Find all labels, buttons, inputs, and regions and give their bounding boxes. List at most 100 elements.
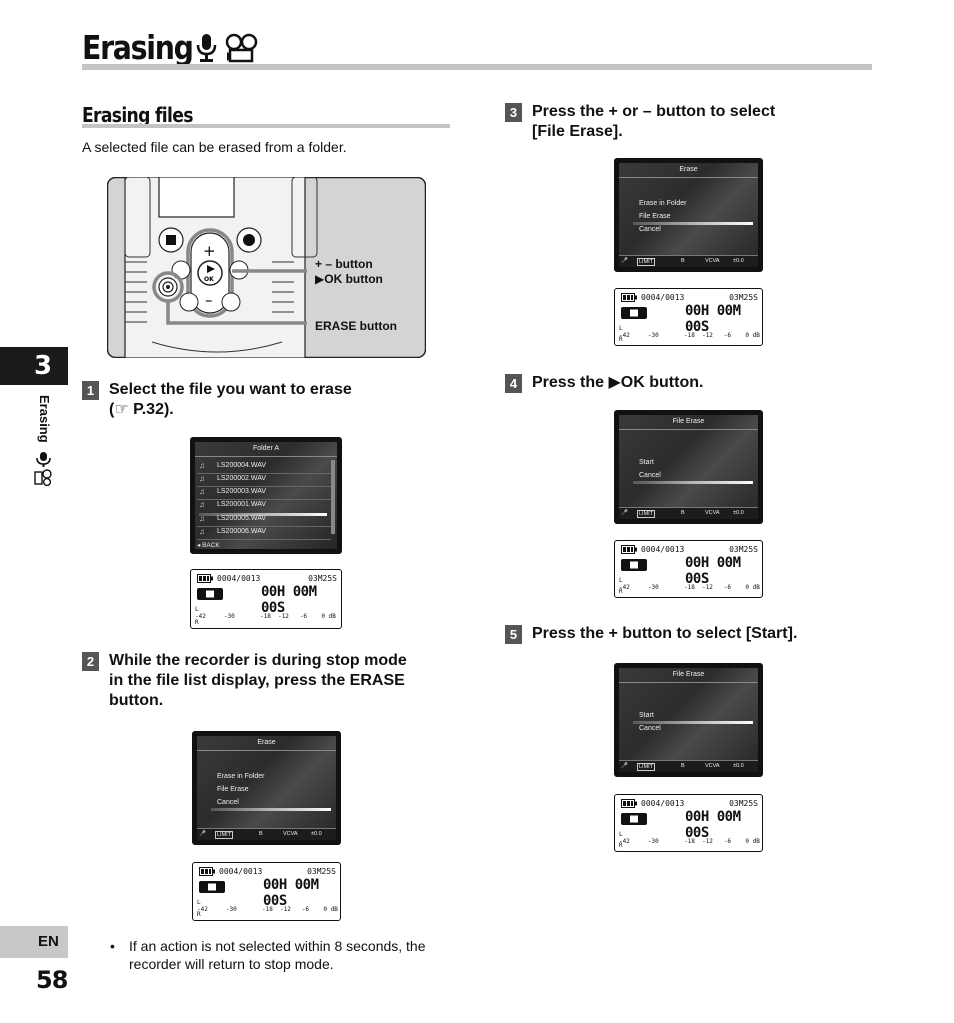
lcd-file-length: 03M25S [729,545,758,554]
step-1-line-1: Select the file you want to erase [109,381,352,398]
screen-status-bar: 🎤 LIMIT B VCVA ±0.0 [619,760,758,772]
music-file-icon: ♫ [199,474,205,483]
back-label: ◂ BACK [197,542,220,549]
language-tab: EN [0,926,68,958]
lcd-file-count: 0004/0013 [641,545,685,554]
menu-item-start: Start [639,459,654,466]
level-indicator: ±0.0 [311,831,322,837]
chapter-tab: 3 [0,347,68,385]
lcd-file-length: 03M25S [307,867,336,876]
callout-ok: ▶OK button [315,272,383,286]
screen-status-bar: 🎤 LIMIT B VCVA ±0.0 [619,507,758,519]
vcva-indicator: VCVA [283,831,298,837]
page-title: Erasing [82,28,194,67]
menu-item-file-erase: File Erase [217,786,249,793]
file-item-selected: LS200005.WAV [217,515,267,522]
step-4-line-1: Press the ▶OK button. [532,374,704,391]
mode-indicator: B [259,831,263,837]
callout-plus-minus: + – button [315,257,373,271]
level-indicator: ±0.0 [733,763,744,769]
stop-status-icon [621,559,647,571]
erase-menu-screen: Erase Erase in Folder File Erase Cancel … [192,731,341,845]
menu-item-file-erase: File Erase [639,213,671,220]
record-button-icon [236,227,262,253]
side-video-camera-icon [34,469,52,486]
callout-erase: ERASE button [315,319,397,333]
vcva-indicator: VCVA [705,763,720,769]
level-indicator: ±0.0 [733,258,744,264]
lcd-file-count: 0004/0013 [641,799,685,808]
side-icons [34,452,52,486]
section-title: Erasing files [82,103,193,127]
scrollbar [331,460,335,534]
vcva-indicator: VCVA [705,258,720,264]
limit-badge: LIMIT [637,510,656,518]
mode-indicator: B [681,763,685,769]
lcd-file-length: 03M25S [729,293,758,302]
menu-item-erase-in-folder: Erase in Folder [217,773,265,780]
battery-icon [197,574,213,583]
step-3-line-1: Press the + or – button to select [532,103,776,120]
music-file-icon: ♫ [199,487,205,496]
lcd-file-count: 0004/0013 [219,867,263,876]
lcd-display: 0004/0013 03M25S 00H 00M 00S L -42 -30 -… [614,540,763,598]
page-header: Erasing [82,28,872,72]
step-4-text: Press the ▶OK button. [532,373,703,393]
file-erase-header: File Erase [672,418,705,425]
mic-status-icon: 🎤 [621,763,628,769]
mic-status-icon: 🎤 [621,258,628,264]
menu-item-erase-in-folder: Erase in Folder [639,200,687,207]
lcd-display: 0004/0013 03M25S 00H 00M 00S L -42 -30 -… [192,862,341,921]
lcd-file-count: 0004/0013 [641,293,685,302]
stop-status-icon [621,813,647,825]
menu-item-cancel: Cancel [217,799,239,806]
file-item: LS200002.WAV [217,475,267,482]
mode-indicator: B [681,510,685,516]
lcd-right-channel: R [619,336,623,343]
mic-status-icon: 🎤 [621,510,628,516]
lcd-level-scale: L -42 -30 -18 -12 -6 0 dB [619,831,760,845]
note-bullet: • [110,938,115,954]
side-microphone-icon [36,452,51,467]
stop-status-icon [621,307,647,319]
stop-status-icon [199,881,225,893]
title-rule [82,64,872,70]
level-indicator: ±0.0 [733,510,744,516]
side-label: Erasing [30,395,60,495]
screen-status-bar: 🎤 LIMIT B VCVA ±0.0 [619,255,758,267]
selection-highlight [211,808,331,811]
selection-highlight [199,513,327,516]
ok-button-icon: OK [197,260,223,286]
step-5-number: 5 [505,625,522,644]
file-item: LS200004.WAV [217,462,267,469]
limit-badge: LIMIT [637,763,656,771]
battery-icon [621,799,637,808]
plus-glyph: + [203,242,216,260]
selection-highlight [633,481,753,484]
folder-screen-header: Folder A [252,445,280,452]
file-erase-header: File Erase [672,671,705,678]
file-item: LS200003.WAV [217,488,267,495]
menu-item-cancel: Cancel [639,725,661,732]
lcd-level-scale: L -42 -30 -18 -12 -6 0 dB [195,606,336,620]
lcd-file-length: 03M25S [729,799,758,808]
mic-status-icon: 🎤 [199,831,206,837]
step-2-line-2: in the file list display, press the ERAS… [109,672,405,689]
lcd-elapsed-time: 00H 00M 00S [263,877,319,909]
file-erase-screen-start-selected: File Erase Start Cancel 🎤 LIMIT B VCVA ±… [614,663,763,777]
vcva-indicator: VCVA [705,510,720,516]
stop-button-icon [158,227,184,253]
erase-menu-header: Erase [257,739,276,746]
lcd-elapsed-time: 00H 00M 00S [685,555,741,587]
step-5-text: Press the + button to select [Start]. [532,624,797,644]
music-file-icon: ♫ [199,514,205,523]
recorder-illustration: + – OK [107,177,426,358]
side-label-text: Erasing [37,395,52,443]
file-erase-screen-cancel-selected: File Erase Start Cancel 🎤 LIMIT B VCVA ±… [614,410,763,524]
lcd-elapsed-time: 00H 00M 00S [685,809,741,841]
step-5-line-1: Press the + button to select [Start]. [532,625,798,642]
step-4-number: 4 [505,374,522,393]
mode-indicator: B [681,258,685,264]
lcd-elapsed-time: 00H 00M 00S [261,584,317,616]
step-3-text: Press the + or – button to select [File … [532,102,775,142]
